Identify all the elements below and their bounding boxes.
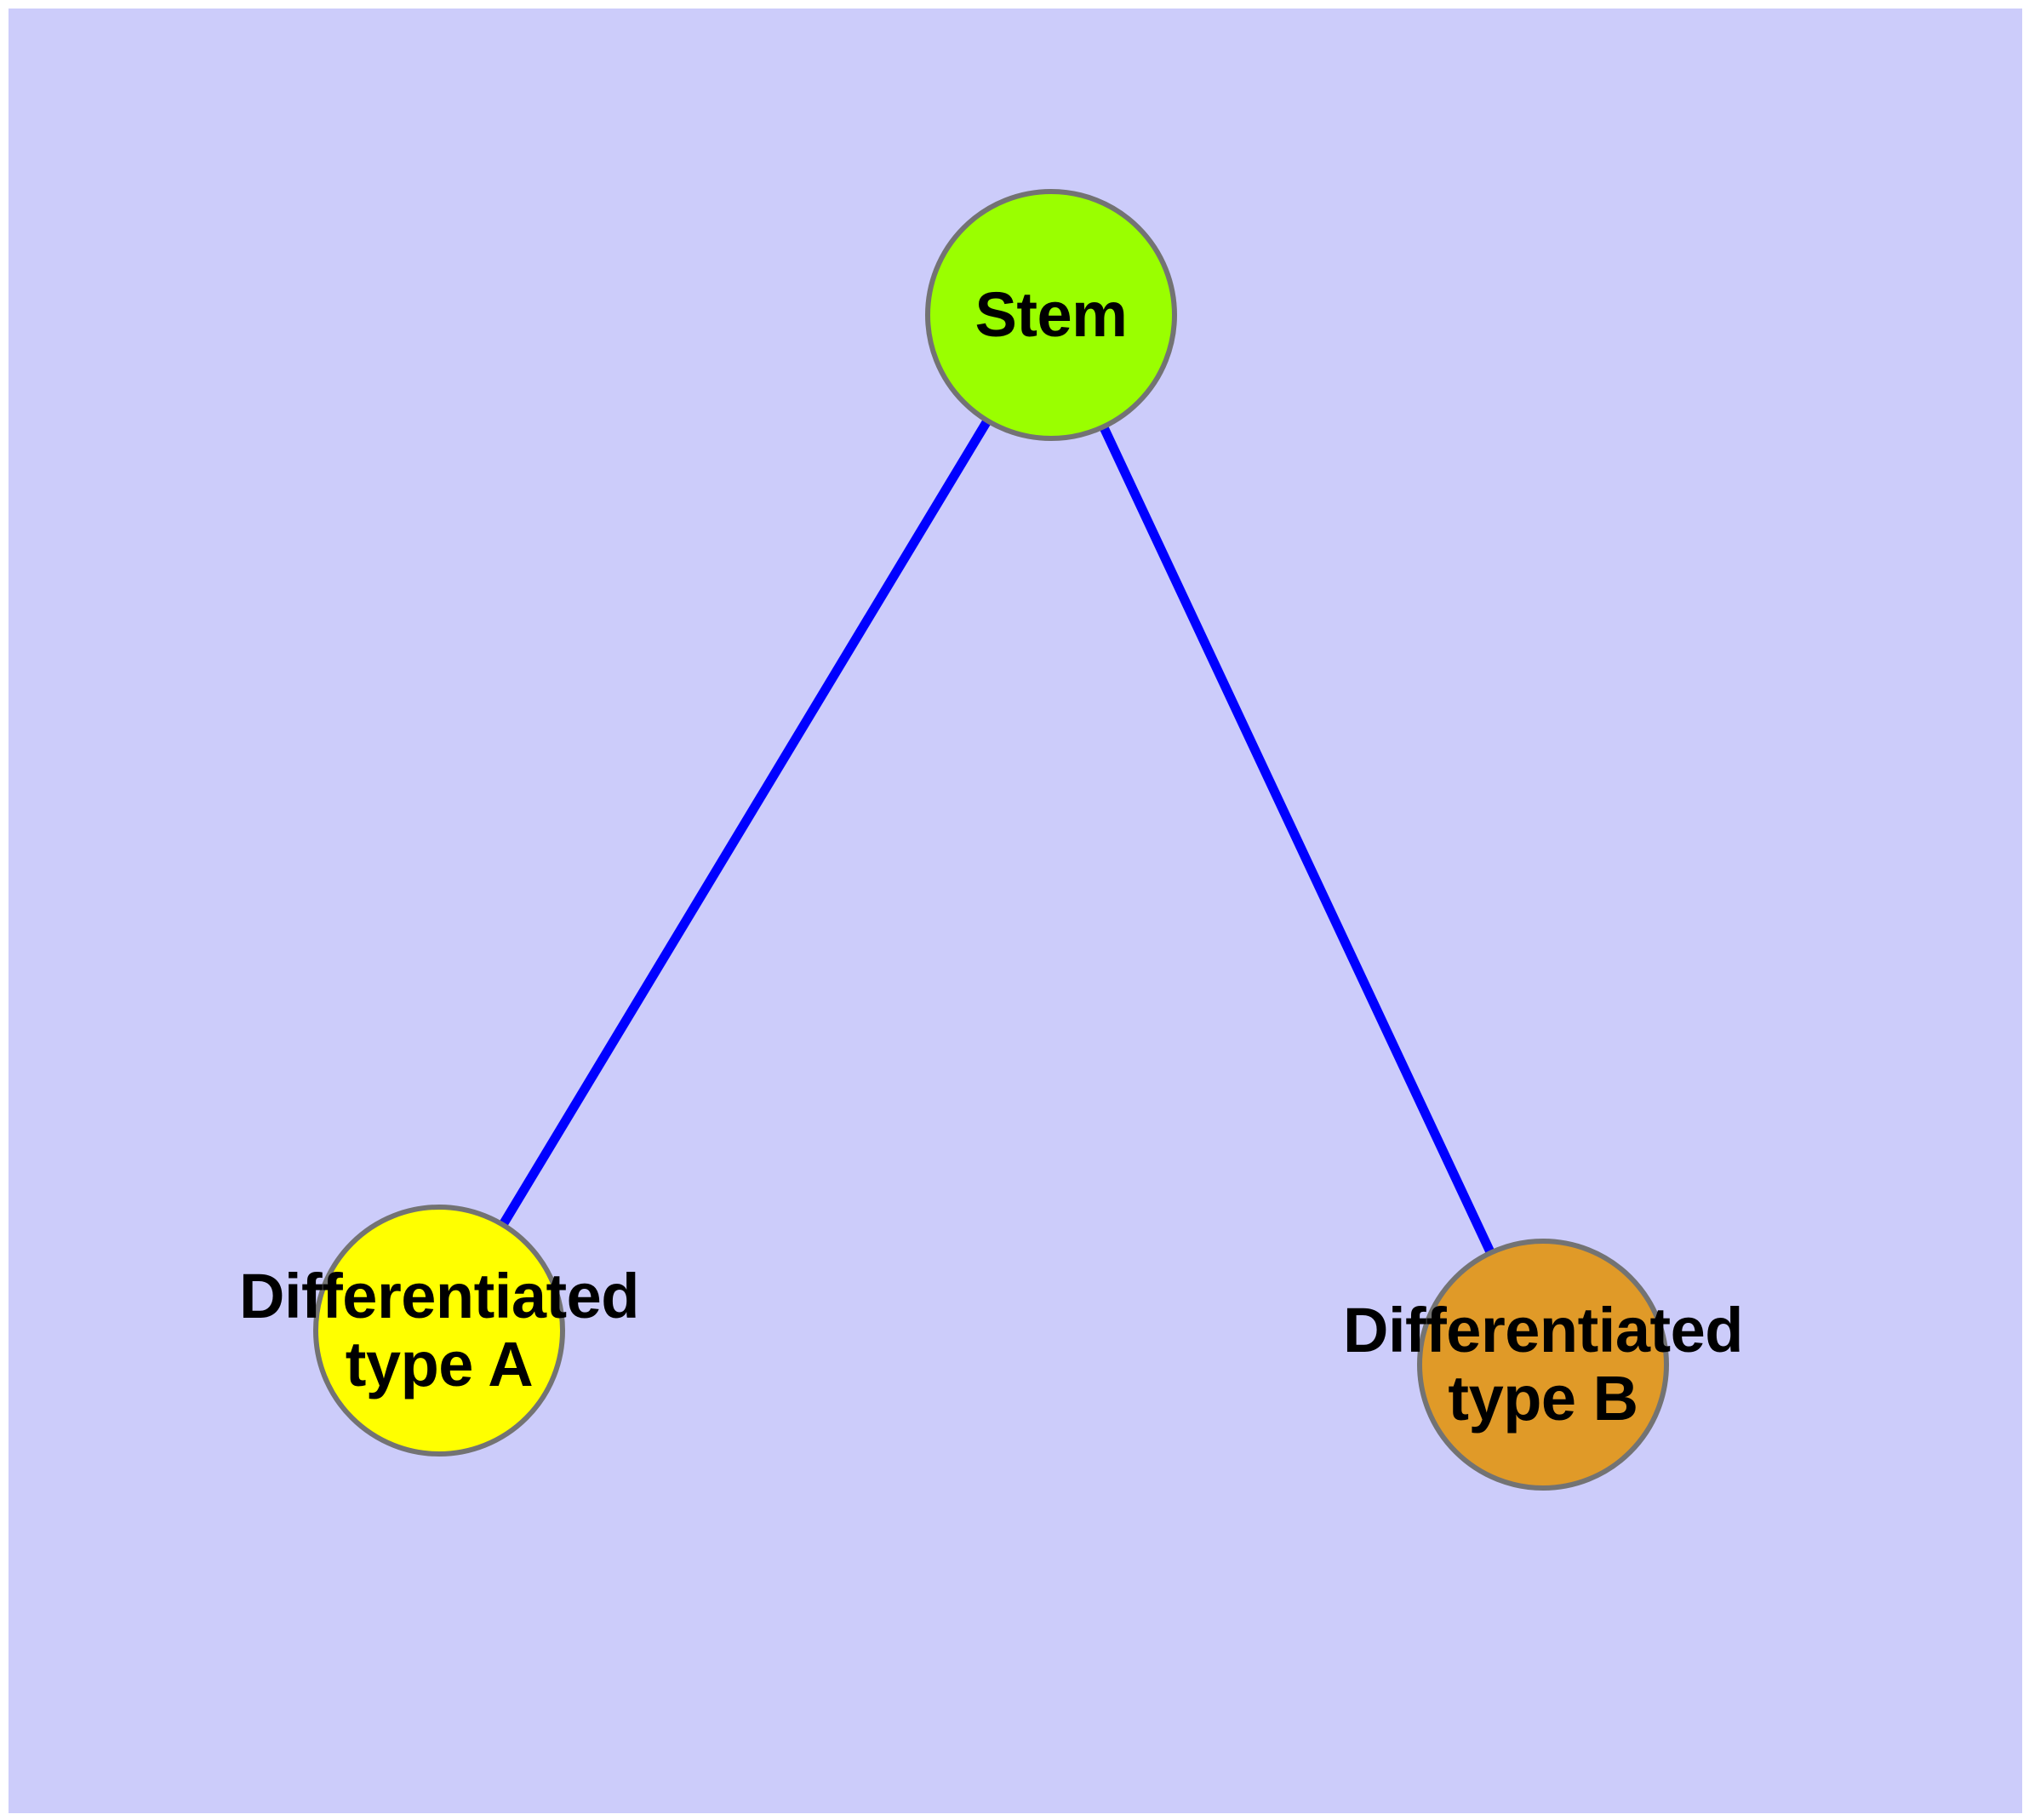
edge-stem-to-diff-a xyxy=(435,312,1055,1333)
edge-stem-to-diff-b xyxy=(1047,312,1547,1367)
node-differentiated-type-a[interactable] xyxy=(313,1205,565,1457)
graph-plot-area: Stem Differentiated type A Differentiate… xyxy=(9,9,2022,1813)
node-differentiated-type-b[interactable] xyxy=(1417,1239,1669,1491)
edge-layer xyxy=(435,312,1547,1367)
node-stem[interactable] xyxy=(925,189,1177,441)
